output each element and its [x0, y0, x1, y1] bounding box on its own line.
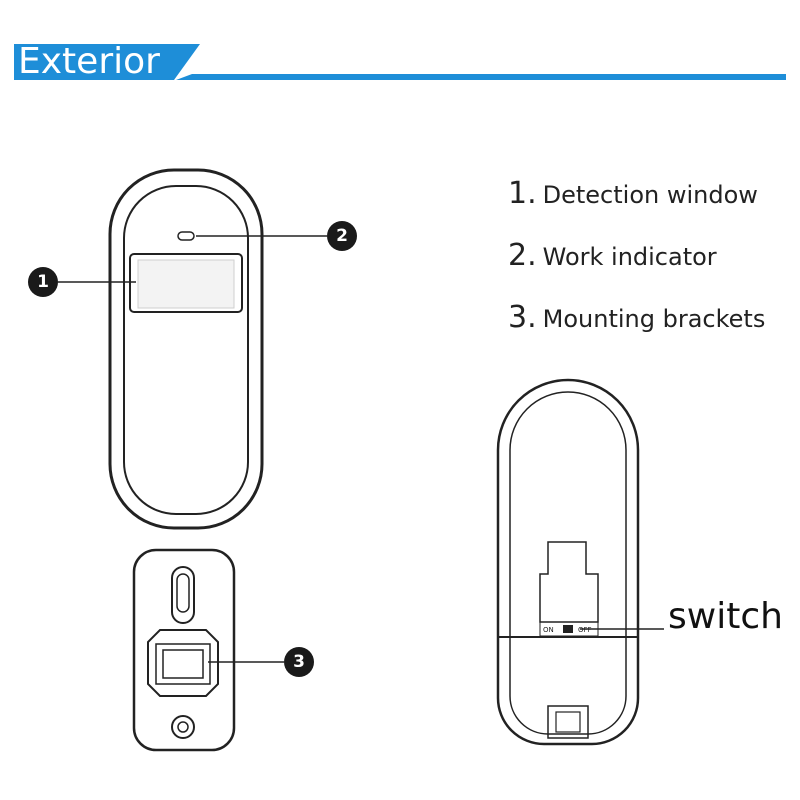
legend-number: 3. [508, 300, 537, 335]
legend-label: Detection window [542, 181, 758, 209]
legend-number: 1. [508, 176, 537, 211]
sensor-front [108, 168, 264, 530]
work-indicator-led [177, 231, 195, 241]
callout-marker-3: 3 [284, 647, 314, 677]
legend-item-mounting-brackets: 3.Mounting brackets [508, 300, 765, 335]
mounting-bracket [132, 548, 236, 752]
detection-window [129, 253, 243, 313]
switch-on-text: ON [543, 626, 554, 634]
legend-number: 2. [508, 238, 537, 273]
legend-label: Mounting brackets [542, 305, 766, 333]
callout-marker-1: 1 [28, 267, 58, 297]
header-banner [14, 40, 786, 84]
switch-label: switch [668, 596, 783, 637]
legend-item-detection-window: 1.Detection window [508, 176, 758, 211]
sensor-back: ON OFF [496, 378, 640, 746]
legend-item-work-indicator: 2.Work indicator [508, 238, 717, 273]
battery-compartment [539, 541, 599, 623]
page-title: Exterior [18, 41, 160, 82]
callout-marker-2: 2 [327, 221, 357, 251]
bracket-slot [547, 705, 589, 739]
legend-label: Work indicator [542, 243, 717, 271]
header-banner-shape [14, 44, 786, 80]
switch-off-text: OFF [578, 626, 592, 634]
